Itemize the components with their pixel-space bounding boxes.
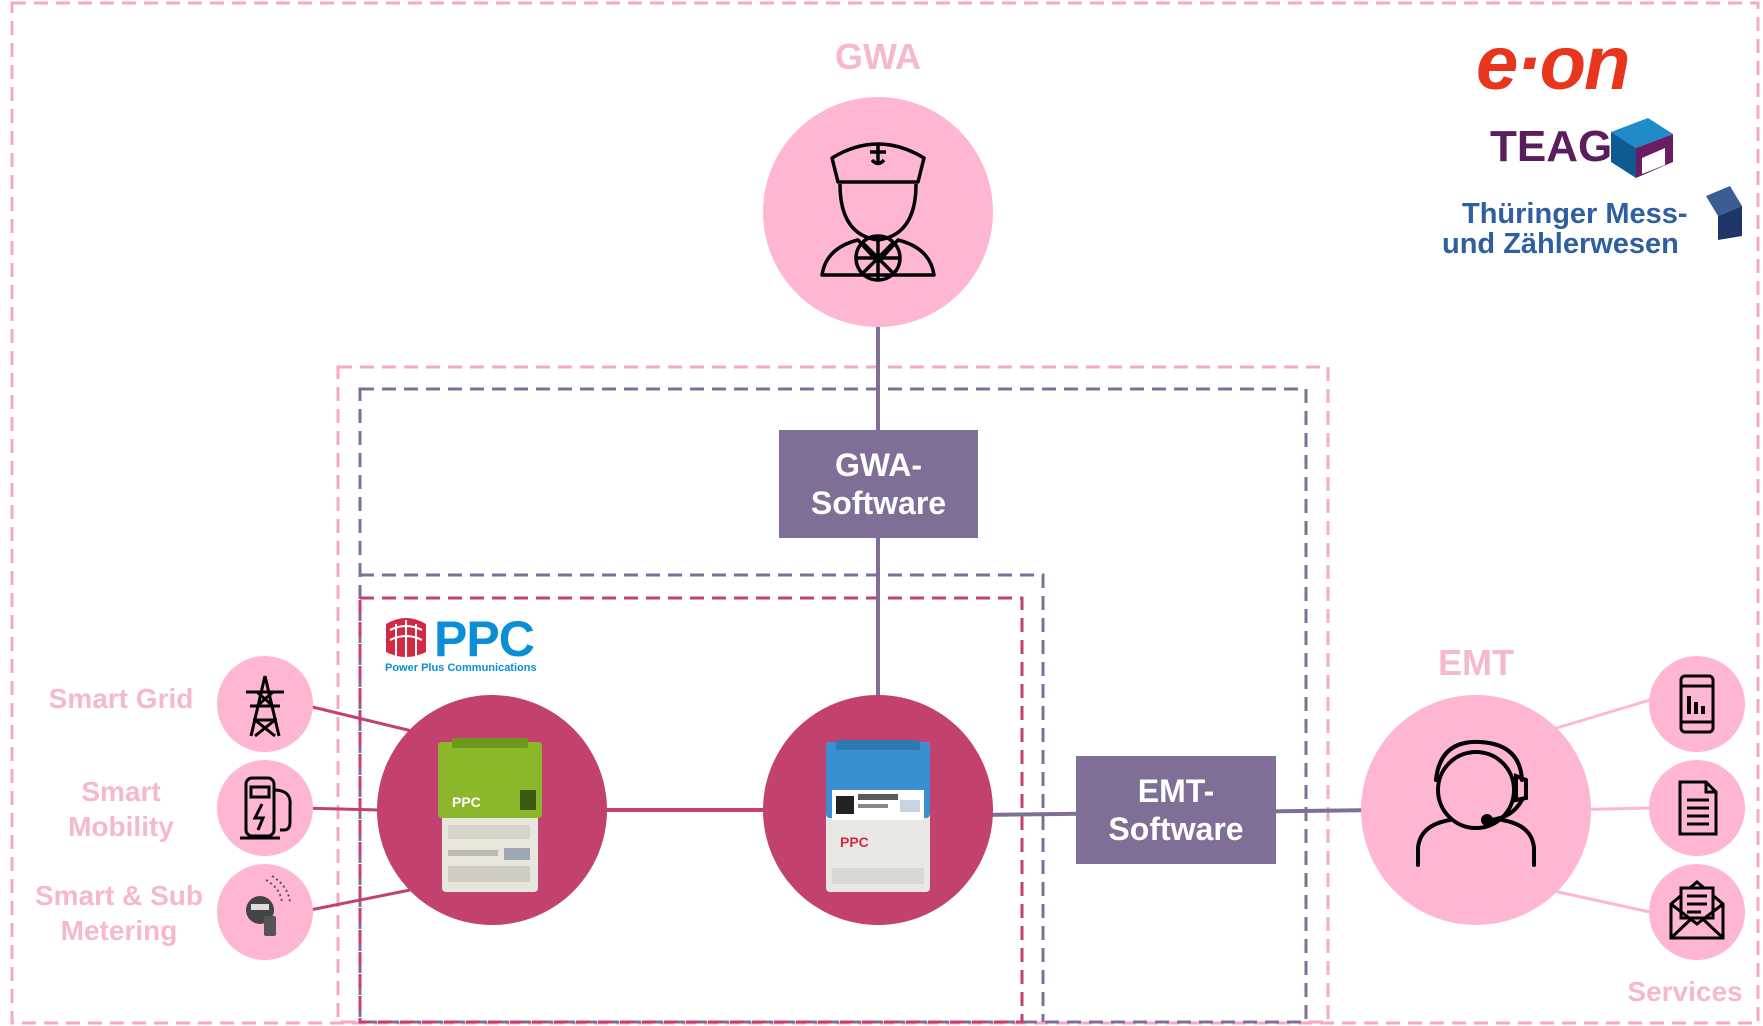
- smart-mobility-label-line1: Smart: [81, 776, 161, 807]
- tmz-logo-line2: und Zählerwesen: [1442, 228, 1679, 260]
- eon-logo: e·on: [1476, 21, 1630, 106]
- zone-purple: [358, 387, 1308, 1024]
- gwa-circle: [763, 97, 993, 327]
- tmz-cube-icon: [1706, 186, 1742, 240]
- ppc-logo-mark: [386, 618, 426, 660]
- ppc-logo-text: PPC: [434, 611, 535, 667]
- gwa-software-box: GWA- Software: [779, 430, 978, 538]
- document-icon: [1678, 780, 1718, 836]
- mobility-link: [299, 806, 381, 812]
- smart-grid-label: Smart Grid: [36, 682, 206, 716]
- blue-meter-device: [826, 740, 930, 892]
- grid-link: [299, 702, 421, 735]
- emt-circle: [1361, 695, 1591, 925]
- smart-grid-label-line1: Smart Grid: [48, 683, 194, 714]
- emt-title: EMT: [1438, 642, 1514, 683]
- power-tower-icon: [246, 675, 284, 738]
- meter-icon: [246, 875, 291, 936]
- teag-logo-text: TEAG: [1490, 122, 1613, 171]
- emt-software-line1: EMT-: [1137, 773, 1215, 809]
- tmz-logo-line1: Thüringer Mess-: [1462, 198, 1688, 230]
- emt-software-box: EMT- Software: [1076, 756, 1276, 864]
- smart-grid-circle: [217, 656, 313, 752]
- smart-metering-label: Smart & Sub Metering: [24, 878, 214, 948]
- emt-software-line2: Software: [1108, 811, 1244, 847]
- smart-metering-label-line1: Smart & Sub: [34, 880, 204, 911]
- right-device-ppc-label: PPC: [840, 834, 869, 850]
- smart-mobility-label-line2: Mobility: [68, 811, 174, 842]
- zone-purple-inner: [360, 573, 1045, 1022]
- gwa-title: GWA: [835, 36, 921, 77]
- gwa-software-line2: Software: [810, 485, 947, 521]
- smartphone-chart-icon: [1679, 674, 1715, 734]
- green-gateway-device: [438, 738, 542, 892]
- gwa-software-line1: GWA-: [834, 447, 923, 483]
- envelope-icon: [1669, 880, 1725, 940]
- service-link-1: [1539, 698, 1651, 735]
- smart-metering-label-line2: Metering: [60, 915, 178, 946]
- metering-link: [299, 886, 421, 914]
- left-device-ppc-label: PPC: [452, 794, 481, 810]
- ev-charger-icon: [240, 776, 292, 840]
- teag-cube-icon: [1611, 118, 1673, 178]
- smart-mobility-label: Smart Mobility: [36, 774, 206, 844]
- service-link-3: [1539, 886, 1651, 914]
- ppc-logo-tagline: Power Plus Communications: [385, 662, 537, 674]
- headset-agent-icon: [1416, 739, 1536, 867]
- captain-icon: [820, 142, 936, 282]
- smart-mobility-circle: [217, 760, 313, 856]
- services-label: Services: [1627, 976, 1743, 1007]
